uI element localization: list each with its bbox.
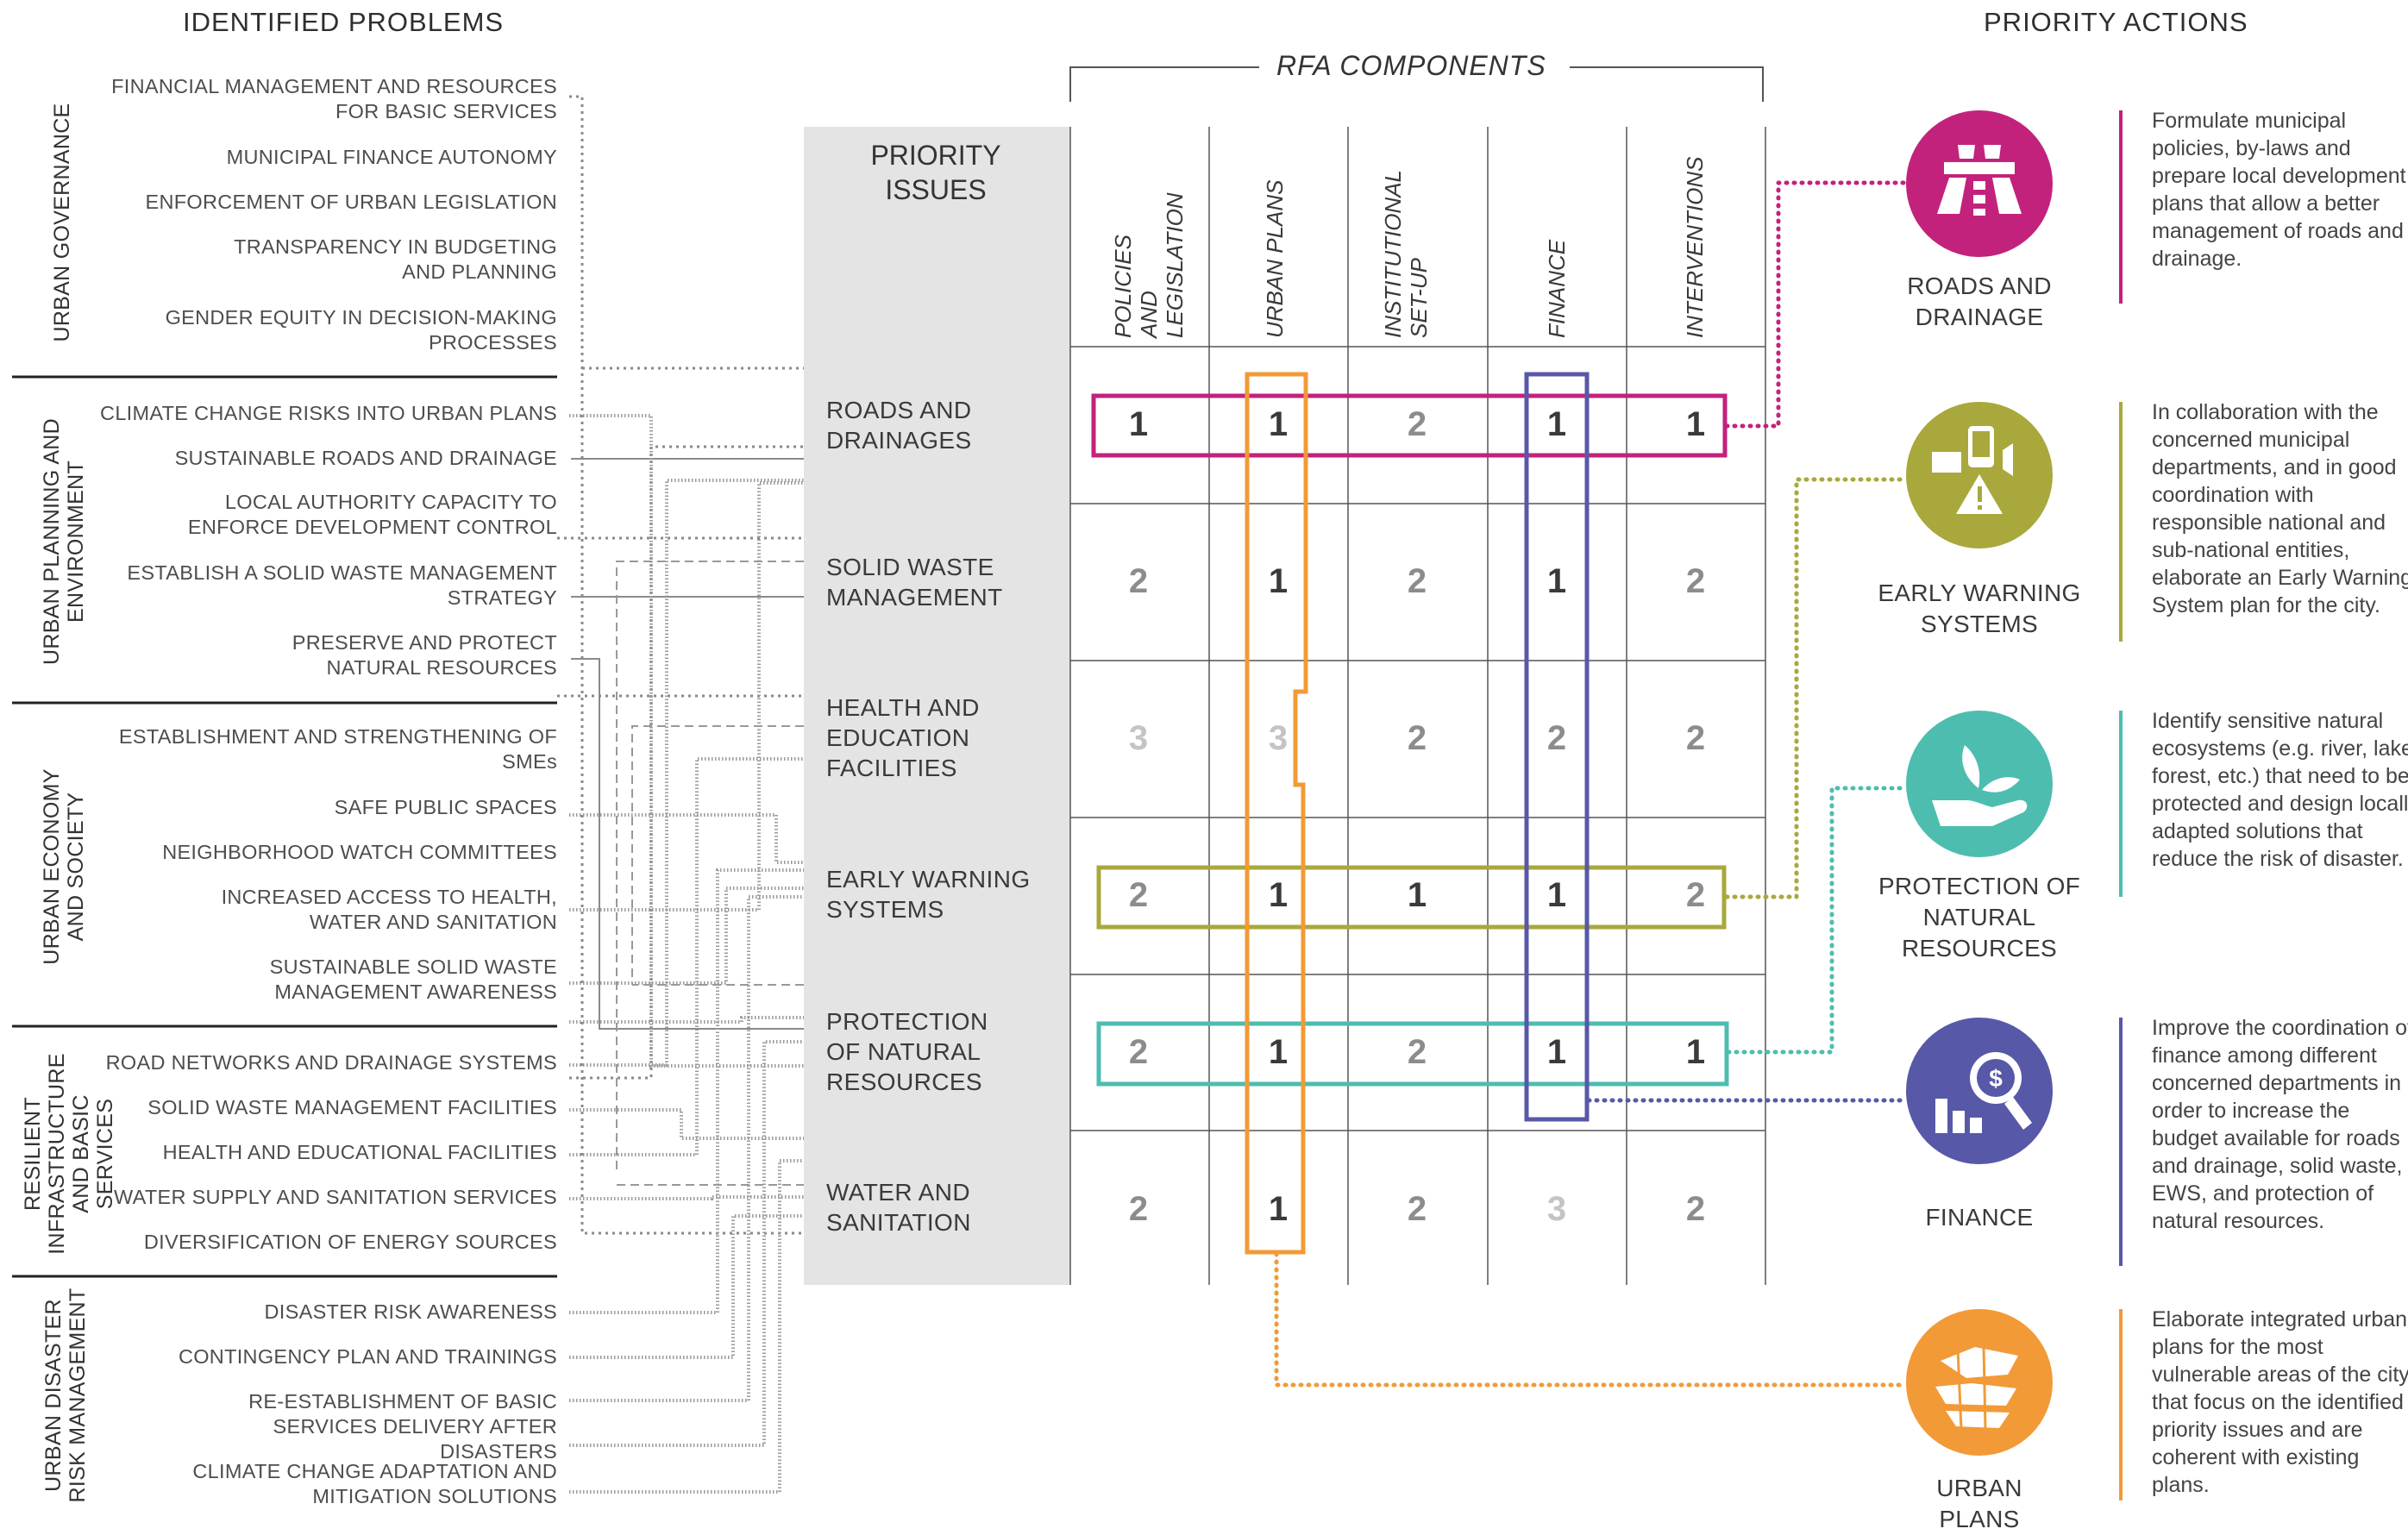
problem-item: TRANSPARENCY IN BUDGETING AND PLANNING <box>234 235 557 283</box>
early-warning-icon <box>1906 402 2053 548</box>
problem-item: INCREASED ACCESS TO HEALTH, WATER AND SA… <box>221 886 557 933</box>
rfa-components-heading: RFA COMPONENTS <box>1276 50 1546 81</box>
component-header: INSTITUTIONAL SET-UP <box>1380 170 1432 338</box>
finance-icon: $ <box>1906 1018 2053 1164</box>
problem-item: RE-ESTABLISHMENT OF BASIC SERVICES DELIV… <box>248 1390 557 1463</box>
priority-issues-panel <box>804 127 1070 1285</box>
score-cell: 1 <box>1407 876 1427 914</box>
identified-problems-heading: IDENTIFIED PROBLEMS <box>183 7 505 37</box>
category-disaster-risk: URBAN DISASTER RISK MANAGEMENT <box>41 1288 90 1503</box>
score-cell: 2 <box>1407 405 1427 443</box>
problem-item: CONTINGENCY PLAN AND TRAININGS <box>178 1345 557 1368</box>
problem-item: ROAD NETWORKS AND DRAINAGE SYSTEMS <box>105 1051 557 1074</box>
score-cell: 1 <box>1685 405 1706 443</box>
roads-drainage-icon <box>1906 110 2053 257</box>
component-header: INTERVENTIONS <box>1682 156 1708 338</box>
action-label: EARLY WARNING SYSTEMS <box>1878 580 2081 637</box>
score-cell: 2 <box>1407 562 1427 600</box>
problem-item: SUSTAINABLE ROADS AND DRAINAGE <box>174 447 557 469</box>
score-cell: 1 <box>1268 562 1289 600</box>
component-header: URBAN PLANS <box>1262 179 1288 339</box>
category-urban-economy: URBAN ECONOMY AND SOCIETY <box>40 768 88 965</box>
action-description: Elaborate integrated urban plans for the… <box>2152 1307 2408 1497</box>
issue-label: EARLY WARNING SYSTEMS <box>826 866 1031 923</box>
problem-item: PRESERVE AND PROTECT NATURAL RESOURCES <box>292 631 557 679</box>
action-label: URBAN PLANS <box>1936 1475 2022 1532</box>
score-cell: 2 <box>1407 1033 1427 1071</box>
action-label: FINANCE <box>1925 1204 2034 1231</box>
score-cell: 2 <box>1128 1033 1149 1071</box>
problem-item: LOCAL AUTHORITY CAPACITY TO ENFORCE DEVE… <box>187 491 557 538</box>
score-cell: 2 <box>1685 562 1706 600</box>
score-cell: 1 <box>1128 405 1149 443</box>
problem-item: WATER SUPPLY AND SANITATION SERVICES <box>114 1186 557 1208</box>
highlight-finance <box>1524 372 1590 1122</box>
score-cell: 1 <box>1685 1033 1706 1071</box>
component-header: POLICIES AND LEGISLATION <box>1110 192 1188 338</box>
score-cell: 3 <box>1128 719 1149 757</box>
action-description: Formulate municipal policies, by-laws an… <box>2152 109 2406 271</box>
problem-item: ENFORCEMENT OF URBAN LEGISLATION <box>145 191 557 213</box>
problem-item: HEALTH AND EDUCATIONAL FACILITIES <box>162 1141 557 1163</box>
score-cell: 1 <box>1268 1033 1289 1071</box>
score-cell: 2 <box>1128 876 1149 914</box>
problem-item: FINANCIAL MANAGEMENT AND RESOURCES FOR B… <box>111 75 557 122</box>
score-cell: 1 <box>1546 405 1567 443</box>
score-cell: 1 <box>1268 1190 1289 1228</box>
action-description: In collaboration with the concerned muni… <box>2152 400 2408 617</box>
issue-label: HEALTH AND EDUCATION FACILITIES <box>826 694 980 781</box>
score-cell: 1 <box>1546 876 1567 914</box>
score-cell: 2 <box>1407 1190 1427 1228</box>
issue-label: PROTECTION OF NATURAL RESOURCES <box>826 1008 988 1095</box>
category-urban-planning: URBAN PLANNING AND ENVIRONMENT <box>40 418 88 666</box>
problem-item: DISASTER RISK AWARENESS <box>264 1300 557 1323</box>
problem-item: CLIMATE CHANGE RISKS INTO URBAN PLANS <box>100 402 557 424</box>
problem-item: ESTABLISH A SOLID WASTE MANAGEMENT STRAT… <box>127 561 557 609</box>
component-header: FINANCE <box>1544 239 1570 338</box>
score-cell: 2 <box>1128 1190 1149 1228</box>
action-description: Improve the coordination of finance amon… <box>2152 1016 2408 1233</box>
issue-label: ROADS AND DRAINAGES <box>826 397 972 454</box>
score-cell: 3 <box>1546 1190 1567 1228</box>
category-urban-governance: URBAN GOVERNANCE <box>50 103 74 342</box>
action-label: ROADS AND DRAINAGE <box>1907 273 2052 330</box>
action-label: PROTECTION OF NATURAL RESOURCES <box>1878 873 2081 962</box>
problem-item: GENDER EQUITY IN DECISION-MAKING PROCESS… <box>165 306 557 354</box>
problem-item: DIVERSIFICATION OF ENERGY SOURCES <box>143 1231 557 1253</box>
priority-actions-heading: PRIORITY ACTIONS <box>1984 7 2248 37</box>
highlight-natural-resources <box>1096 1021 1729 1087</box>
score-cell: 1 <box>1546 1033 1567 1071</box>
action-description: Identify sensitive natural ecosystems (e… <box>2152 709 2408 871</box>
score-cell: 1 <box>1268 405 1289 443</box>
problem-item: CLIMATE CHANGE ADAPTATION AND MITIGATION… <box>192 1460 557 1507</box>
highlight-early-warning <box>1096 865 1727 930</box>
score-cell: 2 <box>1685 719 1706 757</box>
issue-label: SOLID WASTE MANAGEMENT <box>826 554 1003 611</box>
score-cell: 2 <box>1546 719 1567 757</box>
score-cell: 2 <box>1685 876 1706 914</box>
category-resilient-infrastructure: RESILIENT INFRASTRUCTURE AND BASIC SERVI… <box>21 1053 117 1255</box>
priority-issues-heading: PRIORITY ISSUES <box>870 140 1001 205</box>
issue-label: WATER AND SANITATION <box>826 1179 971 1236</box>
svg-text:$: $ <box>1989 1065 2003 1092</box>
problem-item: SOLID WASTE MANAGEMENT FACILITIES <box>147 1096 557 1118</box>
natural-resources-icon <box>1906 711 2053 857</box>
score-cell: 2 <box>1685 1190 1706 1228</box>
score-cell: 2 <box>1128 562 1149 600</box>
highlight-urban-plans <box>1245 372 1308 1255</box>
urban-plans-icon <box>1906 1309 2053 1456</box>
problem-item: MUNICIPAL FINANCE AUTONOMY <box>226 146 557 168</box>
problem-item: ESTABLISHMENT AND STRENGTHENING OF SMEs <box>118 725 557 773</box>
problem-item: NEIGHBORHOOD WATCH COMMITTEES <box>162 841 557 863</box>
score-cell: 1 <box>1268 876 1289 914</box>
problem-item: SUSTAINABLE SOLID WASTE MANAGEMENT AWARE… <box>269 955 557 1003</box>
score-cell: 3 <box>1268 719 1289 757</box>
score-cell: 2 <box>1407 719 1427 757</box>
score-cell: 1 <box>1546 562 1567 600</box>
problem-item: SAFE PUBLIC SPACES <box>334 796 557 818</box>
